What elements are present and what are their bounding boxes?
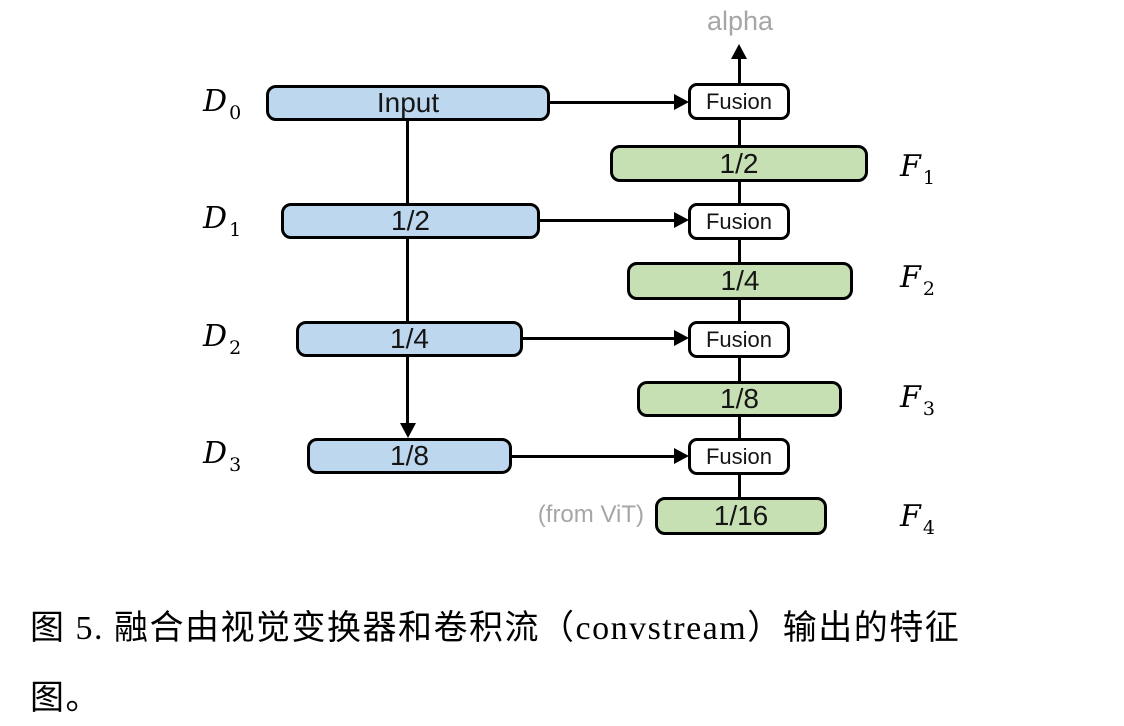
feature-label-f2-subscript: 2 (922, 278, 935, 300)
feature-label-f1-subscript: 1 (922, 167, 935, 189)
fusion-block-4: Fusion (688, 438, 790, 475)
connector-fusion2-to-f2 (738, 238, 741, 264)
connector-fusion3-to-f3 (738, 356, 741, 383)
feature-box-f4: 1/16 (655, 497, 827, 535)
conv-box-half: 1/2 (281, 203, 540, 239)
conv-label-d1-letter: D (203, 201, 228, 236)
arrow-right-icon-3 (674, 330, 689, 346)
conv-label-d2-letter: D (203, 319, 228, 354)
arrow-right-icon-4 (674, 448, 689, 464)
fusion-block-3: Fusion (688, 321, 790, 358)
feature-label-f2-letter: F (900, 260, 921, 295)
fusion-block-2: Fusion (688, 203, 790, 240)
connector-d2-to-d3 (406, 355, 409, 426)
conv-label-d2-subscript: 2 (229, 337, 242, 359)
feature-box-f3: 1/8 (637, 381, 842, 417)
arrow-right-icon-2 (674, 212, 689, 228)
connector-fusion4-to-f4 (738, 473, 741, 499)
arrow-down-icon (400, 423, 416, 438)
arrow-d0-to-fusion1-line (549, 101, 676, 104)
feature-label-f4-subscript: 4 (922, 517, 935, 539)
arrow-up-icon (731, 44, 747, 59)
arrow-d2-to-fusion3-line (522, 337, 676, 340)
arrow-right-icon-1 (674, 94, 689, 110)
alpha-output-label: alpha (706, 6, 774, 36)
connector-d0-to-d1 (406, 119, 409, 205)
figure-caption-line-1: 图 5. 融合由视觉变换器和卷积流（convstream）输出的特征 (30, 610, 961, 647)
conv-label-d1-subscript: 1 (229, 219, 242, 241)
conv-label-d0-letter: D (203, 84, 228, 119)
feature-label-f3-letter: F (900, 380, 921, 415)
conv-box-input: Input (266, 85, 550, 121)
feature-box-f2: 1/4 (627, 262, 853, 300)
feature-label-f1-letter: F (900, 149, 921, 184)
figure-caption-line-2: 图。 (30, 680, 101, 717)
fusion-block-1: Fusion (688, 83, 790, 120)
arrow-d3-to-fusion4-line (511, 455, 676, 458)
connector-f2-to-fusion3 (738, 298, 741, 323)
conv-label-d3-letter: D (203, 436, 228, 471)
conv-box-quarter: 1/4 (296, 321, 523, 357)
conv-label-d0-subscript: 0 (229, 102, 242, 124)
connector-fusion1-to-alpha (738, 56, 741, 85)
connector-d1-to-d2 (406, 237, 409, 323)
feature-label-f3-subscript: 3 (922, 398, 935, 420)
conv-label-d3-subscript: 3 (229, 454, 242, 476)
connector-f3-to-fusion4 (738, 415, 741, 440)
connector-f1-to-fusion2 (738, 180, 741, 205)
from-vit-label: (from ViT) (537, 501, 644, 528)
conv-box-eighth: 1/8 (307, 438, 512, 474)
feature-label-f4-letter: F (900, 499, 921, 534)
arrow-d1-to-fusion2-line (539, 219, 676, 222)
feature-box-f1: 1/2 (610, 145, 868, 182)
connector-fusion1-to-f1 (738, 118, 741, 147)
